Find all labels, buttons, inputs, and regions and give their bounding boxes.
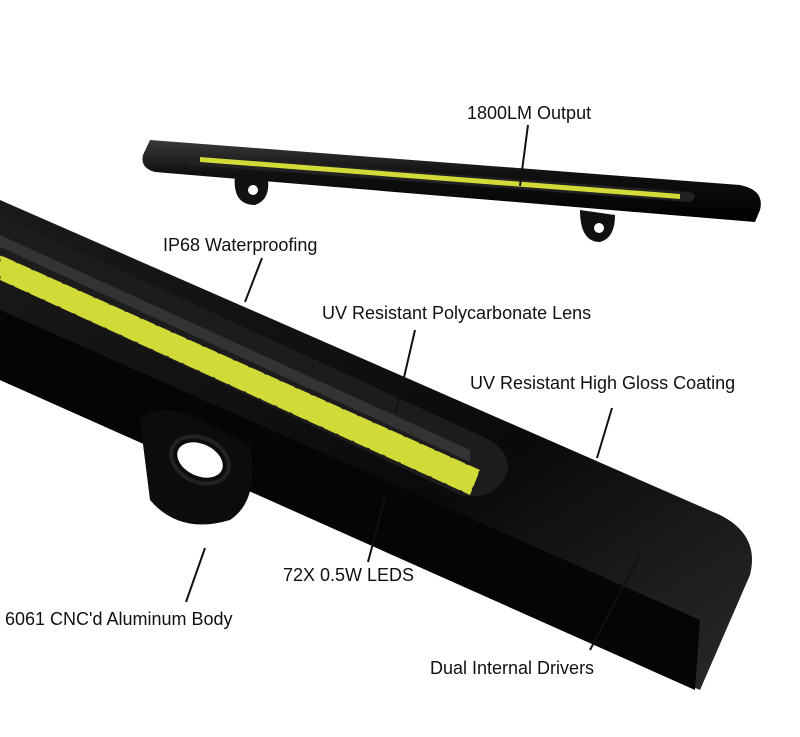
leader-line-drivers: [589, 554, 641, 651]
callout-drivers: Dual Internal Drivers: [430, 658, 595, 678]
callout-coating: UV Resistant High Gloss Coating: [470, 373, 736, 393]
callout-output: 1800LM Output: [467, 103, 592, 123]
leader-line-leds: [367, 497, 386, 563]
leader-line-coating: [596, 407, 613, 459]
leader-line-lens: [395, 329, 416, 413]
callout-lens: UV Resistant Polycarbonate Lens: [322, 303, 592, 323]
leader-line-waterproofing: [244, 257, 263, 303]
leader-line-output: [519, 124, 529, 187]
callout-waterproofing: IP68 Waterproofing: [163, 235, 318, 255]
small-light-bar: [142, 140, 761, 242]
leader-line-body: [185, 547, 206, 603]
callout-body: 6061 CNC'd Aluminum Body: [5, 609, 233, 629]
callout-leds: 72X 0.5W LEDS: [283, 565, 415, 585]
large-light-bar: [0, 200, 752, 690]
